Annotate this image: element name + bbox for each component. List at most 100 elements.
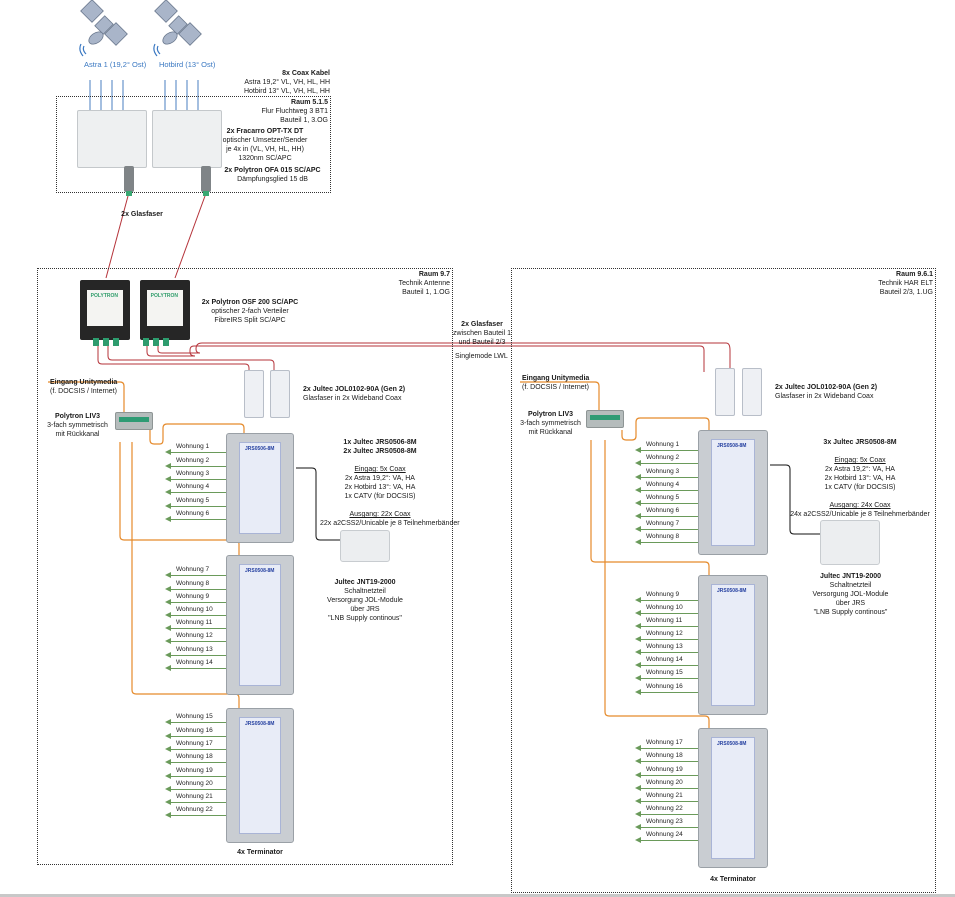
apartment-output: Wohnung 11 [635,617,698,631]
output-cable [169,802,226,803]
arrow-left-icon [165,638,171,644]
liv3-splitter-right [586,410,624,428]
apartment-label: Wohnung 20 [645,779,684,786]
arrow-left-icon [165,599,171,605]
apartment-label: Wohnung 8 [175,580,211,587]
power-lines [296,464,820,541]
output-cable [639,678,698,679]
arrow-left-icon [635,675,641,681]
apartment-output: Wohnung 17 [165,740,226,754]
room-961-box [511,268,936,893]
apartment-label: Wohnung 18 [645,752,684,759]
output-cable [169,628,226,629]
apartment-output: Wohnung 18 [635,752,698,766]
room-515-box [56,96,331,193]
fiber-connector [163,338,169,346]
arrow-left-icon [635,745,641,751]
arrow-left-icon [165,612,171,618]
liv3-label-right: Polytron LIV3 3-fach symmetrisch mit Rüc… [520,411,581,436]
apartment-label: Wohnung 9 [645,591,681,598]
output-cable [639,840,698,841]
arrow-left-icon [165,463,171,469]
output-cable [639,503,698,504]
arrow-left-icon [165,449,171,455]
arrow-left-icon [165,489,171,495]
output-cable [639,516,698,517]
arrow-left-icon [165,786,171,792]
output-cable [639,639,698,640]
jnt-label-left: Jultec JNT19-2000 Schaltnetzteil Versorg… [327,579,403,622]
output-cable [169,762,226,763]
apartment-output: Wohnung 1 [165,443,226,457]
apartment-output: Wohnung 12 [635,630,698,644]
apartment-output: Wohnung 9 [165,593,226,607]
apartment-label: Wohnung 19 [645,766,684,773]
jol-label-right: 2x Jultec JOL0102-90A (Gen 2) Glasfaser … [775,384,878,400]
output-cable [639,477,698,478]
apartment-label: Wohnung 4 [175,483,211,490]
output-cable [639,748,698,749]
apartment-output: Wohnung 4 [635,481,698,495]
apartment-output: Wohnung 18 [165,753,226,767]
output-cable [169,575,226,576]
output-cable [169,479,226,480]
multiswitch-jrs-left-3: JRS0508-8M [226,708,294,843]
output-cable [169,519,226,520]
apartment-label: Wohnung 2 [175,457,211,464]
jol-module-1 [244,370,264,418]
room-97-label: Raum 9.7 Technik Antenne Bauteil 1, 1.OG [398,271,450,296]
satellite-label-astra: Astra 1 (19,2° Ost) [84,60,147,69]
apartment-output: Wohnung 16 [635,683,698,697]
arrow-left-icon [165,625,171,631]
apartment-label: Wohnung 6 [645,507,681,514]
apartment-output: Wohnung 7 [165,566,226,580]
output-cable [639,814,698,815]
jol-label-left: 2x Jultec JOL0102-90A (Gen 2) Glasfaser … [303,386,406,402]
link-label: 2x Glasfaser zwischen Bauteil 1 und Baut… [453,321,511,346]
apartment-output: Wohnung 5 [165,497,226,511]
apartment-output: Wohnung 12 [165,632,226,646]
jrs-label-right: 3x Jultec JRS0508-8M Eingag: 5x Coax 2x … [790,439,930,518]
satellite-icon [153,0,202,57]
arrow-left-icon [635,526,641,532]
output-cable [169,722,226,723]
arrow-left-icon [165,652,171,658]
arrow-left-icon [635,539,641,545]
apartment-output: Wohnung 2 [165,457,226,471]
apartment-output: Wohnung 17 [635,739,698,753]
jol-module-2 [270,370,290,418]
jnt-label-right: Jultec JNT19-2000 Schaltnetzteil Versorg… [812,573,889,616]
fiber-connector [93,338,99,346]
output-cable [169,615,226,616]
multiswitch-jrs-left-2: JRS0508-8M [226,555,294,695]
output-cable [169,589,226,590]
arrow-left-icon [635,610,641,616]
arrow-left-icon [635,597,641,603]
terminator-label-right: 4x Terminator [710,876,756,883]
arrow-left-icon [635,811,641,817]
output-cable [169,641,226,642]
arrow-left-icon [635,636,641,642]
jnt-power-supply-left [340,530,390,562]
satellite-icon [79,0,128,57]
attenuator-2 [201,166,211,196]
arrow-left-icon [635,487,641,493]
fiber-connector [103,338,109,346]
apartment-output: Wohnung 10 [635,604,698,618]
arrow-left-icon [635,513,641,519]
room-97-box [37,268,453,865]
apartment-label: Wohnung 12 [645,630,684,637]
apartment-label: Wohnung 4 [645,481,681,488]
arrow-left-icon [635,500,641,506]
arrow-left-icon [165,719,171,725]
output-cable [639,613,698,614]
apartment-label: Wohnung 1 [645,441,681,448]
output-cable [639,692,698,693]
output-cable [639,775,698,776]
arrow-left-icon [635,689,641,695]
output-cable [639,450,698,451]
osf-splitter-1: POLYTRON [80,280,130,340]
output-cable [169,492,226,493]
apartment-label: Wohnung 22 [175,806,214,813]
